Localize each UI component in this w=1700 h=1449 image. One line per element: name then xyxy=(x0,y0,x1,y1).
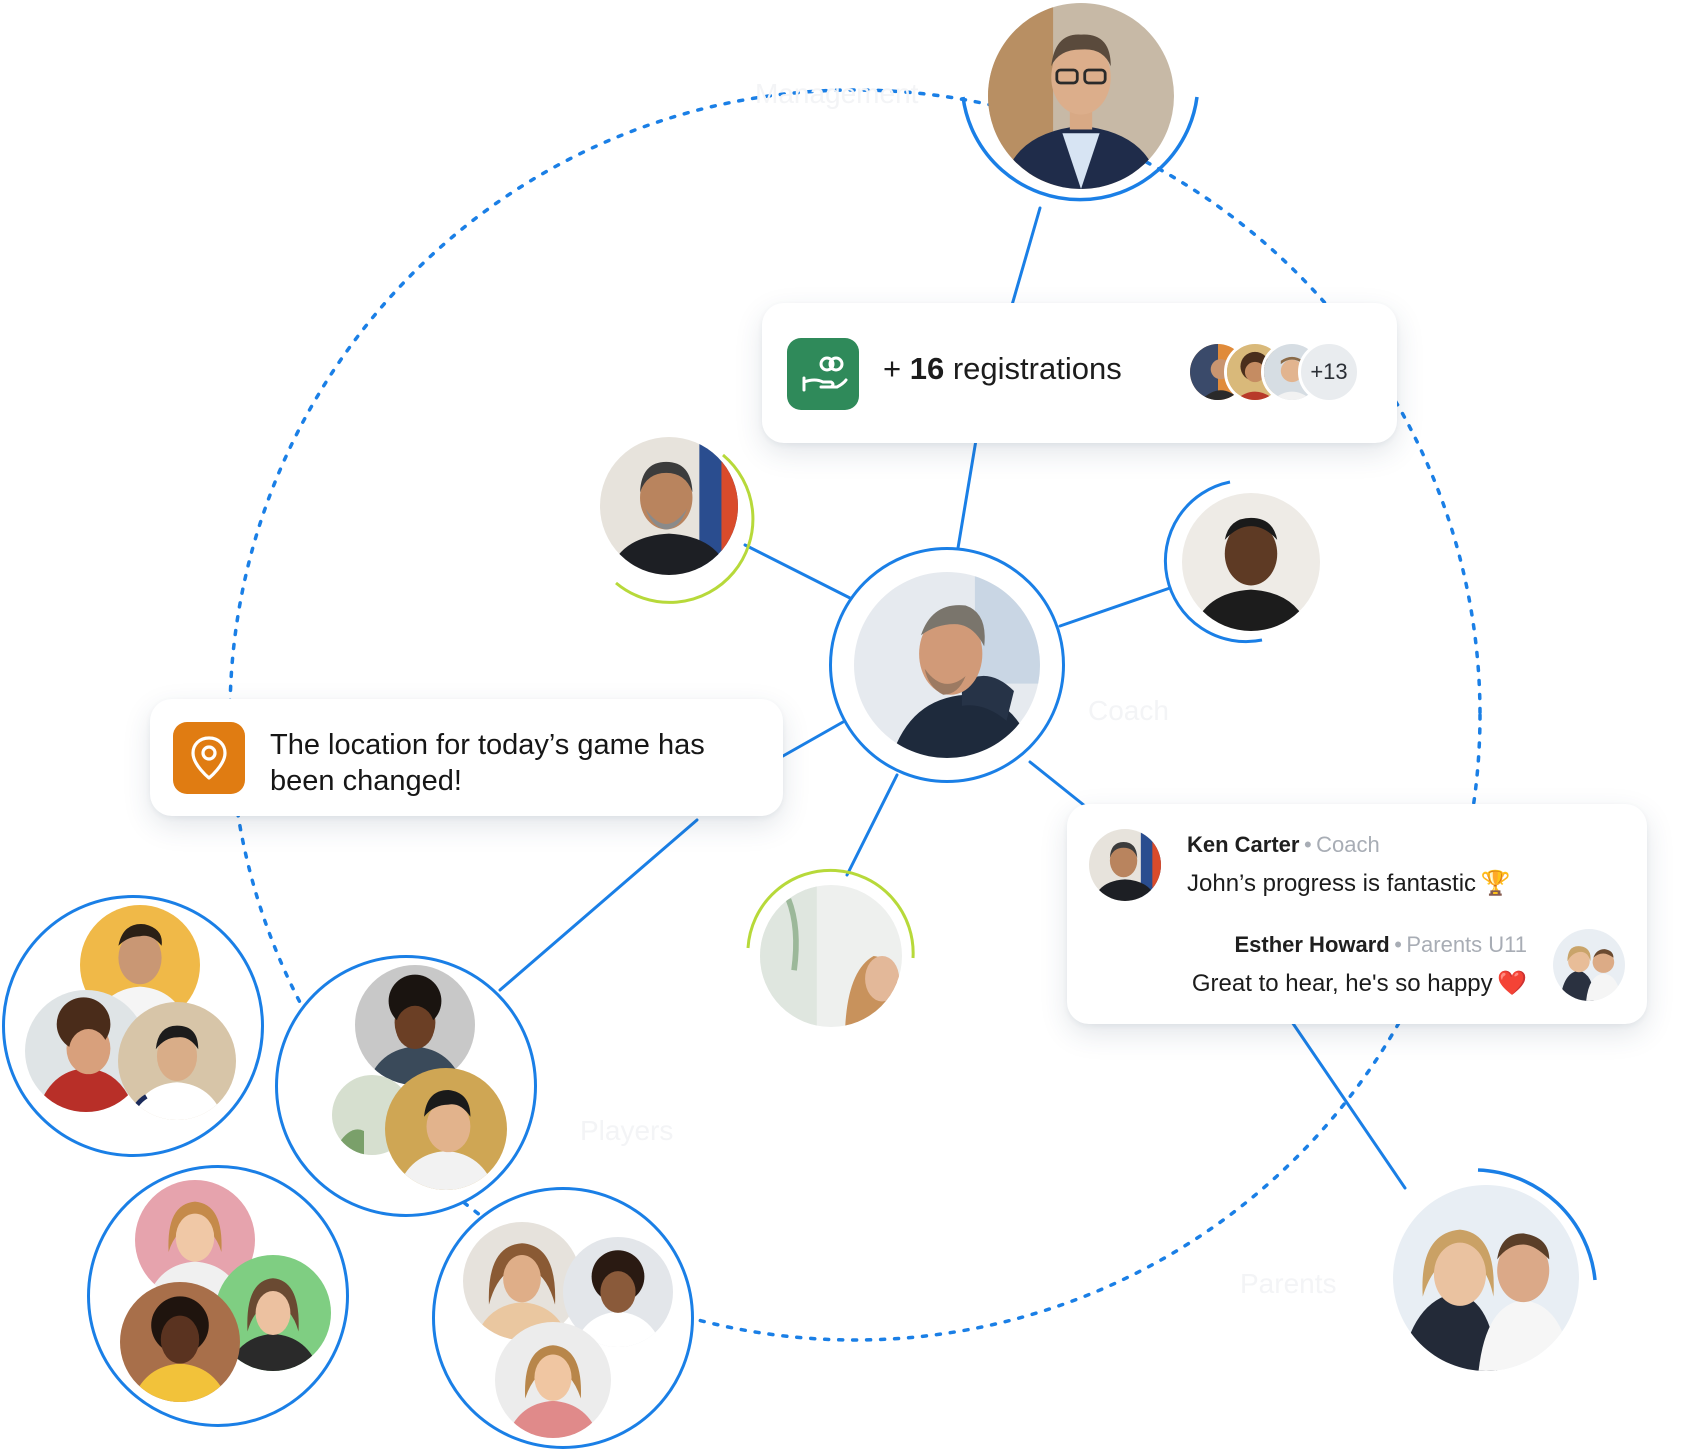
link-registrations-coach xyxy=(956,438,978,550)
sender-separator: • xyxy=(1303,832,1312,857)
player-avatar[interactable] xyxy=(118,1002,236,1120)
heart-icon: ❤️ xyxy=(1497,970,1527,997)
esther-howard-avatar xyxy=(1553,929,1625,1001)
ken-carter-avatar xyxy=(1089,829,1161,901)
management-avatar[interactable] xyxy=(988,3,1174,189)
player-avatar[interactable] xyxy=(25,990,147,1112)
arc-management xyxy=(961,96,1199,202)
player-avatar[interactable] xyxy=(355,965,475,1085)
sender-separator: • xyxy=(1394,932,1402,957)
player-avatar[interactable] xyxy=(463,1222,581,1340)
head-coach-avatar[interactable] xyxy=(854,572,1040,758)
trophy-icon: 🏆 xyxy=(1480,870,1511,897)
coach-avatar-right[interactable] xyxy=(1182,493,1320,631)
link-coach-chat xyxy=(1028,760,1087,808)
chat-card[interactable]: Ken Carter • Coach John’s progress is fa… xyxy=(1067,804,1647,1024)
chat-message-2-header: Esther Howard • Parents U11 xyxy=(1234,932,1527,958)
link-coach-location xyxy=(781,720,845,758)
registrations-prefix: + xyxy=(883,351,902,386)
players-label: Players xyxy=(580,1115,674,1146)
sender-name: Esther Howard xyxy=(1234,932,1390,957)
registrations-label: registrations xyxy=(952,351,1122,386)
arc-left-coach xyxy=(615,453,755,604)
arc-right-coach xyxy=(1163,480,1263,644)
player-avatar[interactable] xyxy=(495,1322,611,1438)
link-location-players xyxy=(498,818,699,992)
registrations-count: 16 xyxy=(909,351,945,386)
player-avatar[interactable] xyxy=(385,1068,507,1190)
player-avatar[interactable] xyxy=(120,1282,240,1402)
coach-label: Coach xyxy=(1088,695,1169,726)
link-coach-left xyxy=(743,543,852,600)
player-avatar[interactable] xyxy=(563,1237,673,1347)
parents-label: Parents xyxy=(1240,1268,1337,1299)
sender-role: Coach xyxy=(1316,832,1380,857)
link-management-registrations xyxy=(1010,206,1042,307)
registrations-text: + 16 registrations xyxy=(883,351,1122,387)
arc-parents xyxy=(1477,1168,1597,1281)
message-text: John’s progress is fantastic xyxy=(1187,870,1477,897)
chat-message-1-header: Ken Carter • Coach xyxy=(1187,832,1380,858)
registrations-card[interactable]: + 16 registrations +13 xyxy=(762,303,1397,443)
hand-coins-icon xyxy=(787,338,859,410)
message-text: Great to hear, he's so happy xyxy=(1191,970,1493,997)
arc-woman xyxy=(746,868,915,959)
location-message: The location for today’s game has been c… xyxy=(270,729,705,797)
parents-avatar[interactable] xyxy=(1393,1185,1579,1371)
more-registrants-badge[interactable]: +13 xyxy=(1298,341,1360,403)
sender-name: Ken Carter xyxy=(1187,832,1300,857)
sender-role: Parents U11 xyxy=(1406,932,1527,957)
location-pin-icon xyxy=(173,722,245,794)
link-chat-parents xyxy=(1290,1020,1407,1190)
chat-message-2-body: Great to hear, he's so happy ❤️ xyxy=(1192,969,1527,998)
assistant-coach-avatar[interactable] xyxy=(600,437,738,575)
chat-message-1-body: John’s progress is fantastic 🏆 xyxy=(1187,869,1510,898)
link-coach-woman xyxy=(845,773,899,877)
location-notification-card[interactable]: The location for today’s game has been c… xyxy=(150,699,783,816)
link-coach-right xyxy=(1058,586,1172,628)
parent-avatar-woman[interactable] xyxy=(760,885,902,1027)
management-label: Management xyxy=(755,78,919,109)
